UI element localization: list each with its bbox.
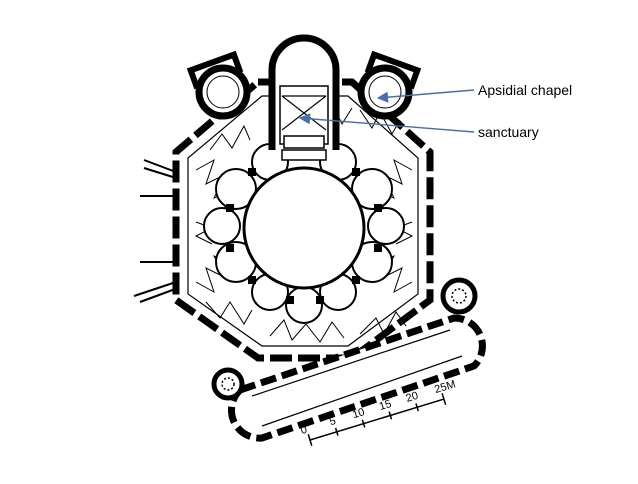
sanctuary-arrow — [298, 113, 475, 133]
left-buttresses — [133, 159, 179, 303]
scale-tick-0: 0 — [299, 424, 308, 437]
sanctuary-label: sanctuary — [478, 124, 539, 140]
scale-tick-25m: 25M — [433, 378, 457, 396]
apsidial-chapel-left — [186, 50, 251, 120]
scale-tick-15: 15 — [378, 398, 393, 413]
narthex — [211, 277, 486, 442]
apsidial-chapel-right — [357, 50, 422, 120]
apsidial-chapel-arrow — [376, 89, 475, 103]
apsidial-chapel-label: Apsidial chapel — [478, 82, 573, 98]
scale-tick-5: 5 — [328, 415, 337, 428]
scale-bar: 0 5 10 15 20 25M — [299, 378, 457, 446]
piers — [226, 168, 382, 304]
central-dome — [242, 166, 366, 290]
scale-tick-10: 10 — [351, 406, 366, 421]
sanctuary-chamber — [268, 34, 340, 161]
scale-tick-20: 20 — [404, 390, 419, 405]
